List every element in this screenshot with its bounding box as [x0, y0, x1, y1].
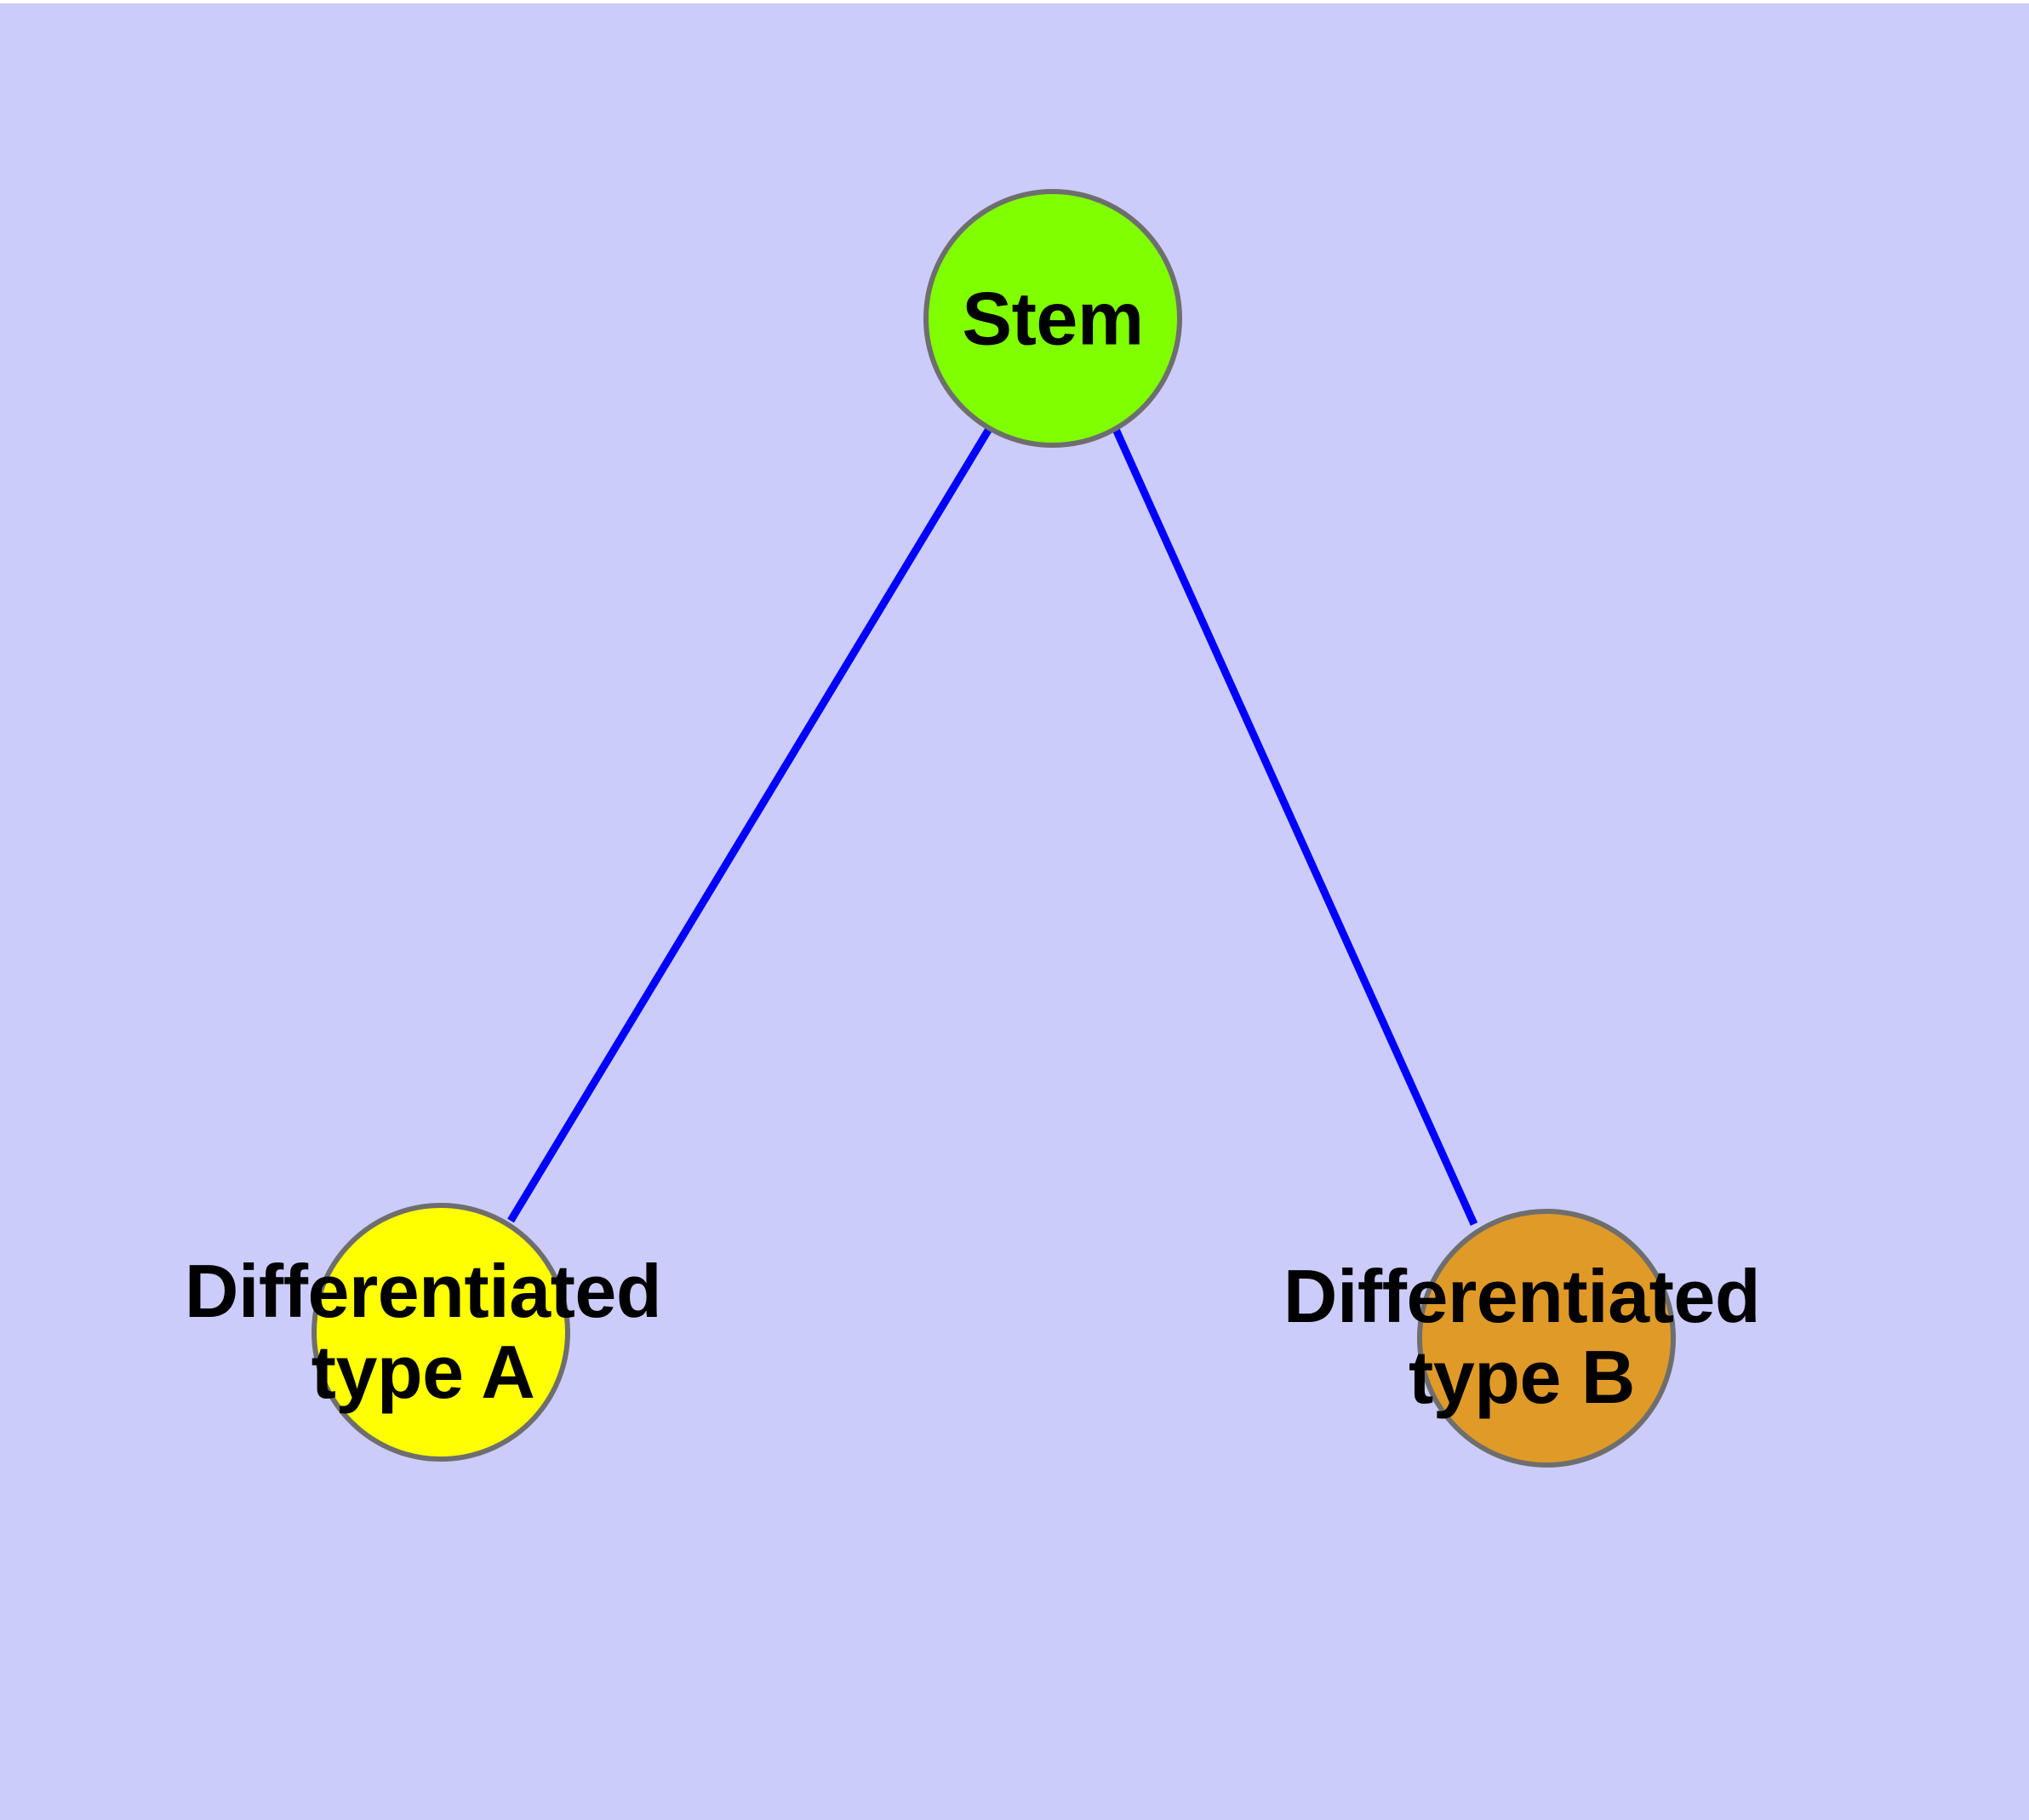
graph-node-stem[interactable]	[923, 189, 1182, 448]
graph-node-diff-a[interactable]	[311, 1203, 570, 1462]
graph-edge-stem-to-diff-b	[1111, 426, 1478, 1226]
graph-edge-stem-to-diff-a	[507, 426, 992, 1223]
graph-node-diff-b[interactable]	[1417, 1209, 1676, 1468]
